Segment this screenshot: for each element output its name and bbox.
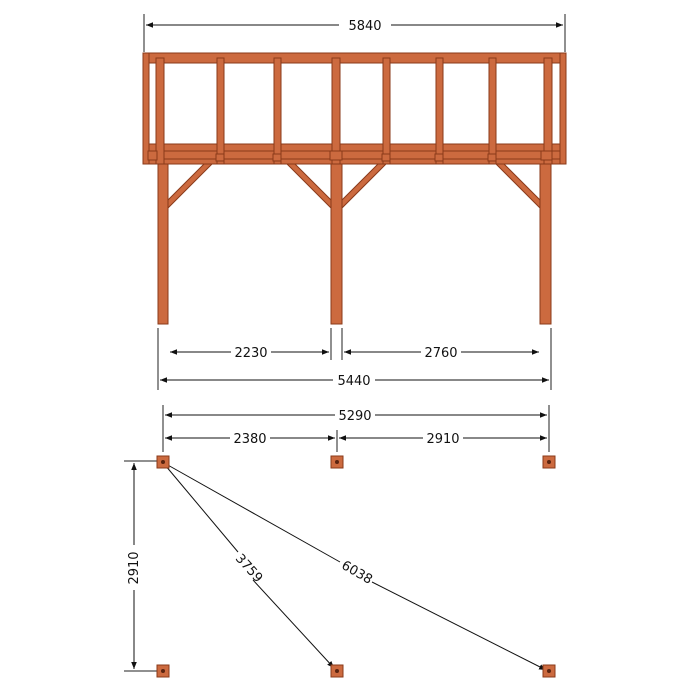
footing-top-left xyxy=(156,455,170,469)
footing-bottom-right xyxy=(542,664,556,678)
roof-frame xyxy=(142,52,567,165)
elevation-view: 5840 xyxy=(142,14,567,390)
posts xyxy=(157,163,552,325)
dim-label-plan-span-right: 2910 xyxy=(426,432,459,447)
plan-footings xyxy=(156,455,556,678)
dim-label-span-left: 2230 xyxy=(234,346,267,361)
dim-label-post-to-post: 5440 xyxy=(337,374,370,389)
plan-view: 5290 2380 2910 2910 3759 6038 xyxy=(124,405,556,678)
footing-bottom-middle xyxy=(330,664,344,678)
dimension-spans: 2230 2760 5440 xyxy=(157,328,552,390)
beam-joints xyxy=(147,150,553,162)
dim-label-overall-width: 5840 xyxy=(348,19,381,34)
knee-braces xyxy=(167,163,541,210)
plan-dimensions-top: 5290 2380 2910 xyxy=(162,405,550,452)
dim-label-span-right: 2760 xyxy=(424,346,457,361)
dim-label-plan-overall: 5290 xyxy=(338,409,371,424)
dim-label-plan-span-left: 2380 xyxy=(233,432,266,447)
dim-label-plan-depth: 2910 xyxy=(127,551,142,584)
post-right xyxy=(539,163,552,325)
dimension-overall-width: 5840 xyxy=(143,14,566,52)
dim-label-diagonal-short: 3759 xyxy=(232,551,265,586)
post-left xyxy=(157,163,169,325)
plan-diagonals: 3759 6038 xyxy=(164,463,547,671)
footing-top-right xyxy=(542,455,556,469)
footing-bottom-left xyxy=(156,664,170,678)
post-middle xyxy=(330,163,343,325)
plan-dimension-depth: 2910 xyxy=(124,460,157,672)
dim-label-diagonal-long: 6038 xyxy=(339,558,375,588)
footing-top-middle xyxy=(330,455,344,469)
